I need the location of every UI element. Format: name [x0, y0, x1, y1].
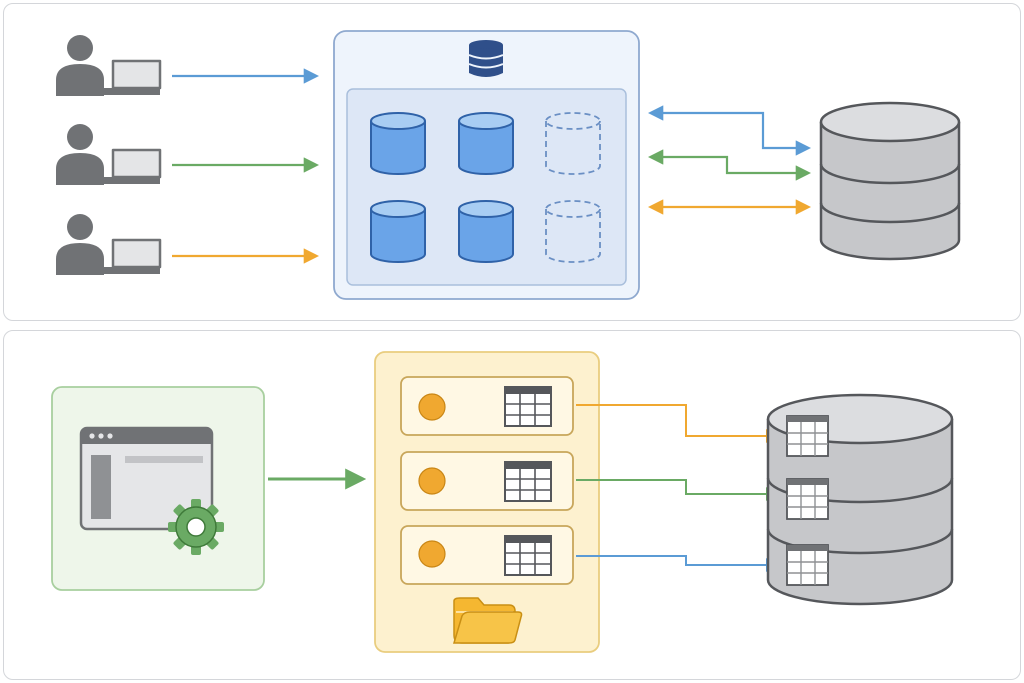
cluster-container [333, 30, 640, 300]
shard-2 [458, 112, 514, 175]
gear-icon [168, 499, 224, 555]
client-3 [56, 214, 162, 275]
status-dot-icon [418, 540, 446, 568]
queue-item-2 [400, 451, 574, 511]
user-laptop-icon [56, 214, 162, 275]
table-icon [504, 535, 552, 576]
folder-icon [452, 597, 523, 644]
queue-link-orange [576, 404, 780, 443]
shard-1 [370, 112, 426, 175]
client-1 [56, 35, 162, 96]
database-icon [819, 101, 961, 261]
target-table-1 [786, 415, 829, 457]
app-panel [51, 386, 265, 591]
database-tables-icon [766, 393, 954, 606]
user-laptop-icon [56, 124, 162, 185]
sync-link-green [647, 149, 812, 181]
table-icon [504, 461, 552, 502]
queue-link-green [576, 479, 780, 501]
client-2 [56, 124, 162, 185]
shard-4 [458, 200, 514, 263]
queue-container [374, 351, 600, 653]
target-table-2 [786, 478, 829, 520]
sync-link-blue [647, 105, 812, 156]
shard-placeholder-2 [545, 200, 601, 263]
queue-link-blue [576, 555, 780, 572]
shard-placeholder-1 [545, 112, 601, 175]
target-table-3 [786, 544, 829, 586]
status-dot-icon [418, 393, 446, 421]
app-window-gear-icon [79, 426, 224, 555]
queue-item-1 [400, 376, 574, 436]
table-icon [504, 386, 552, 427]
shard-3 [370, 200, 426, 263]
user-laptop-icon [56, 35, 162, 96]
status-dot-icon [418, 467, 446, 495]
queue-item-3 [400, 525, 574, 585]
database-stack-icon [468, 40, 504, 77]
